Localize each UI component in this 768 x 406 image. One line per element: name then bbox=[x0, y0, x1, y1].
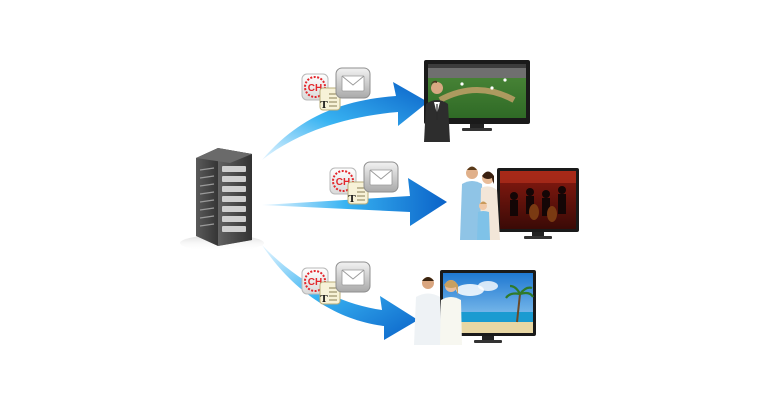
arrow-to-top-display bbox=[262, 82, 428, 160]
family-figure bbox=[460, 166, 500, 240]
couple-figure bbox=[414, 277, 462, 345]
arrow-to-bottom-display bbox=[262, 245, 418, 340]
display-sports bbox=[424, 60, 530, 142]
display-beach bbox=[414, 270, 536, 345]
presenter-figure bbox=[424, 80, 450, 142]
server-rack-icon bbox=[180, 148, 264, 251]
icon-group-bottom bbox=[301, 261, 371, 306]
display-concert bbox=[460, 166, 579, 240]
